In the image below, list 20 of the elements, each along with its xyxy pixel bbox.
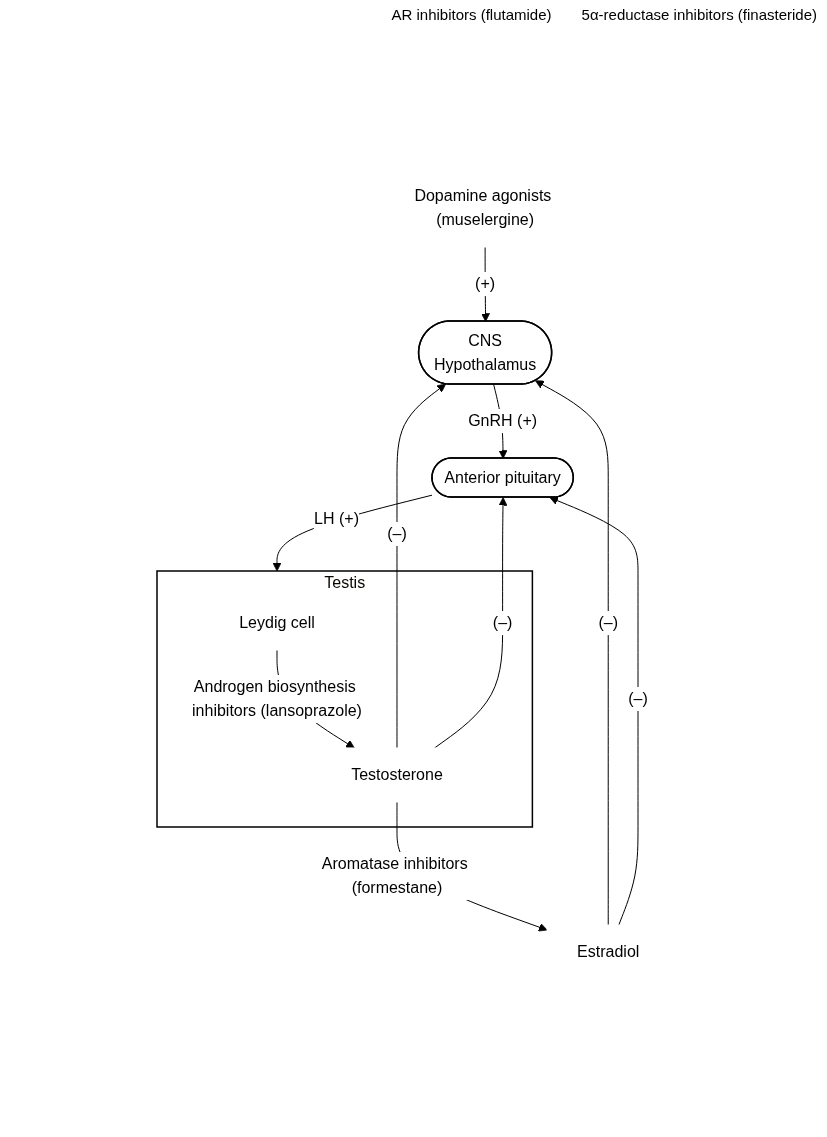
node-text: Estradiol xyxy=(577,942,640,960)
node-text: Testosterone xyxy=(351,766,444,783)
inhibitor-note: AR inhibitors (flutamide) xyxy=(391,6,552,23)
arrow xyxy=(272,494,433,572)
node-text: Leydig cell xyxy=(239,614,316,631)
edge-label: (–) xyxy=(493,614,513,631)
edge-label: Aromatase inhibitors (formestane) xyxy=(322,854,469,896)
edge-label: (+) xyxy=(475,275,496,293)
node-text: Dopamine agonists (muselergine) xyxy=(414,187,552,229)
edge-label: Androgen biosynthesis inhibitors (lansoprazole) xyxy=(192,678,363,719)
edge-label: (–) xyxy=(387,525,408,542)
arrow xyxy=(535,380,610,926)
edge-label: (–) xyxy=(628,690,649,707)
edge-label: GnRH (+) xyxy=(468,412,538,429)
inhibitor-note: 5α-reductase inhibitors (finasteride) xyxy=(581,6,817,23)
arrow xyxy=(396,383,447,749)
edge-label: LH (+) xyxy=(314,510,360,528)
arrow xyxy=(434,497,508,749)
arrow xyxy=(549,496,639,926)
edge-label: (–) xyxy=(598,614,619,631)
